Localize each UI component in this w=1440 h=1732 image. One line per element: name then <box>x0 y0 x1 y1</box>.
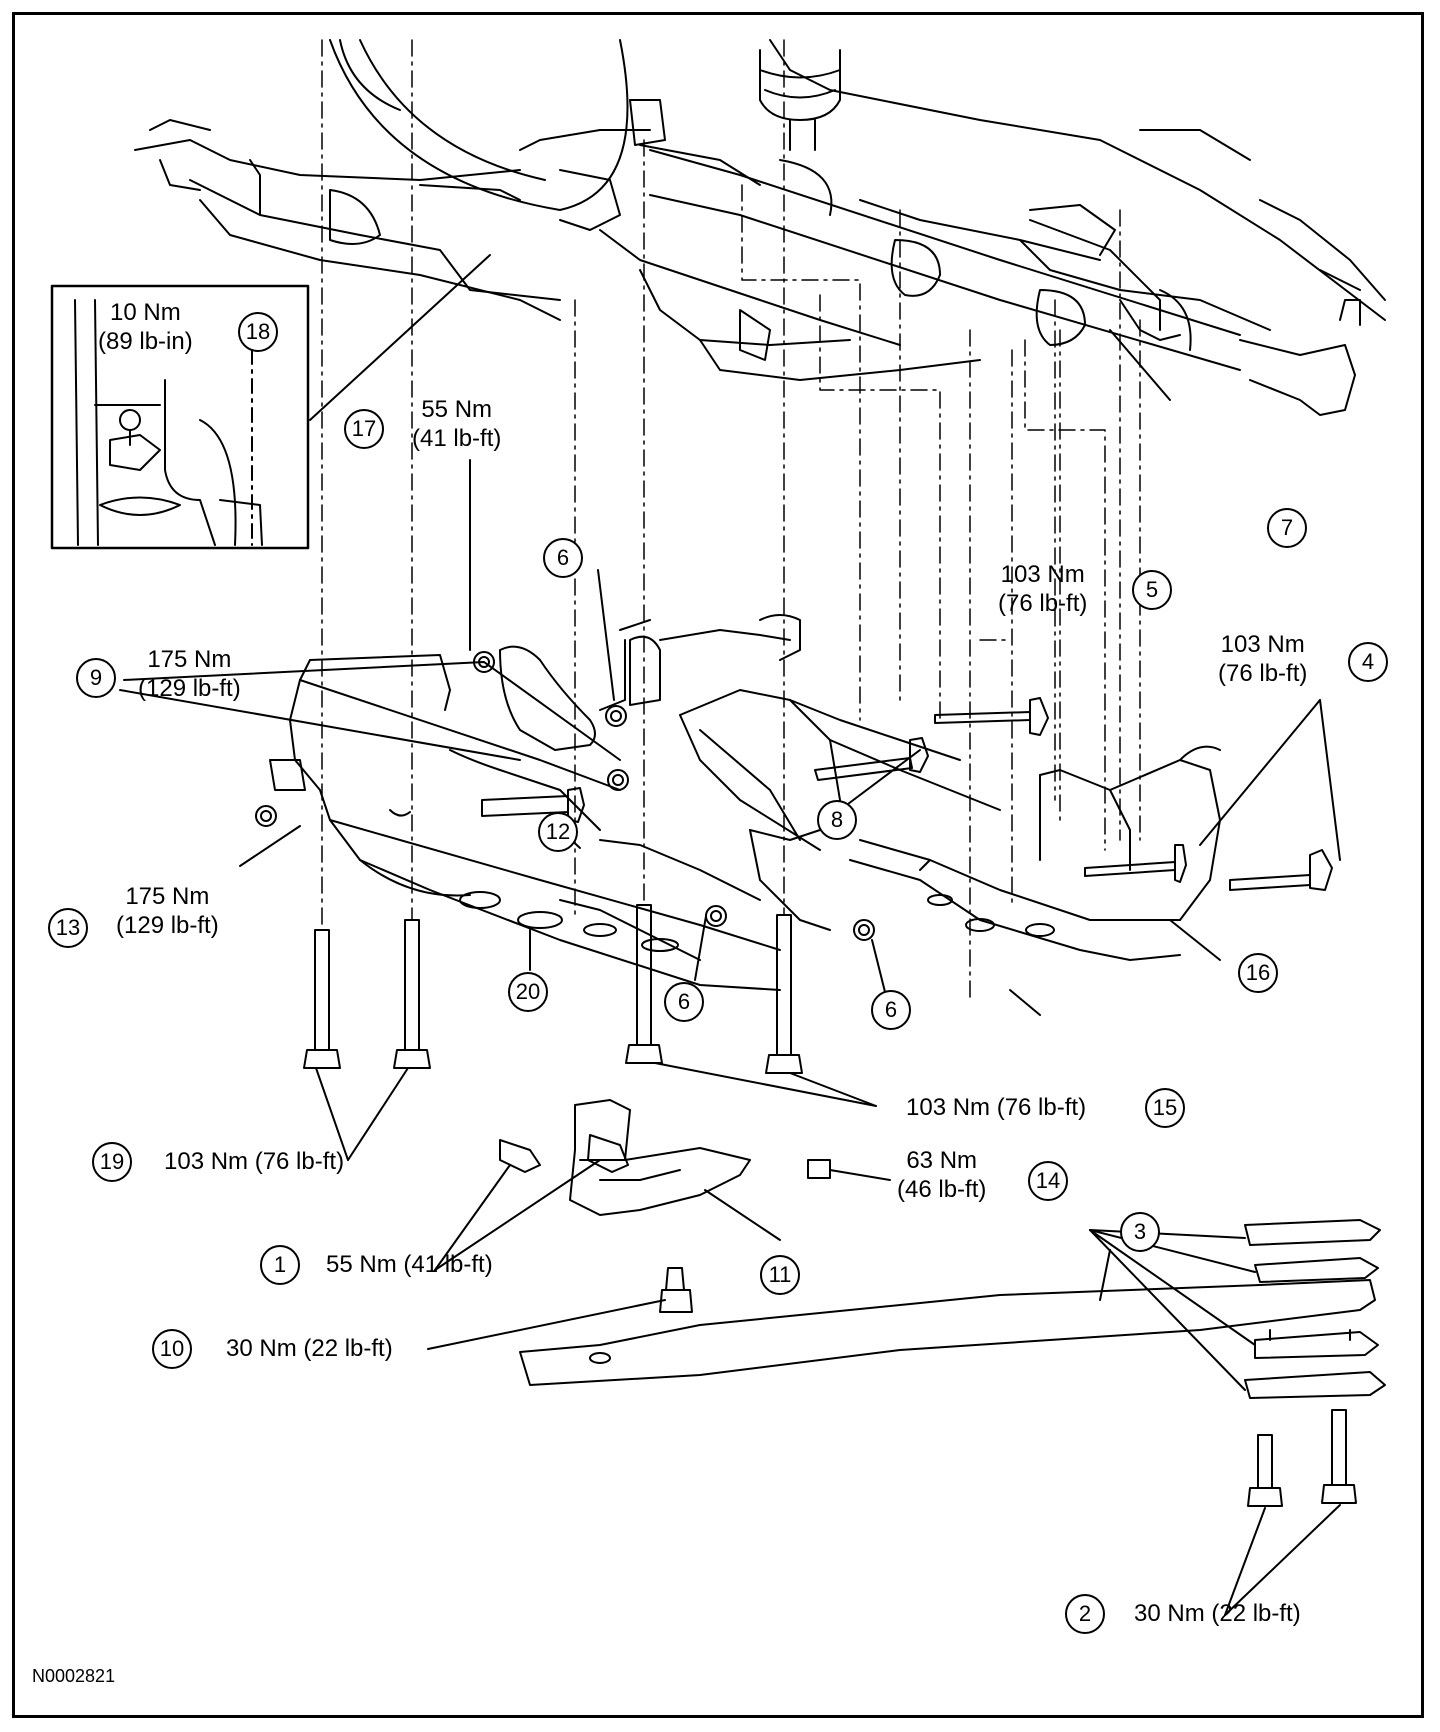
callout-3: 3 <box>1120 1212 1160 1252</box>
torque-label-14: 63 Nm(46 lb-ft) <box>897 1147 987 1203</box>
torque-label-10: 30 Nm (22 lb-ft) <box>226 1335 393 1362</box>
torque-label-1: 55 Nm (41 lb-ft) <box>326 1251 493 1278</box>
torque-label-18: 10 Nm(89 lb-in) <box>98 299 193 355</box>
callout-13: 13 <box>48 908 88 948</box>
callout-9: 9 <box>76 658 116 698</box>
vehicle-frame-drawing <box>134 39 1386 416</box>
diagram-id: N0002821 <box>32 1666 116 1686</box>
torque-label-19: 103 Nm (76 lb-ft) <box>164 1148 345 1175</box>
torque-label-4: 103 Nm(76 lb-ft) <box>1218 631 1308 687</box>
callout-6b: 6 <box>664 982 704 1022</box>
callout-6a: 6 <box>543 538 583 578</box>
alignment-lines <box>321 39 1141 1001</box>
callout-15: 15 <box>1145 1088 1185 1128</box>
bracket-11-group <box>499 1099 831 1313</box>
leader-lines <box>119 254 1341 1616</box>
torque-label-9: 175 Nm(129 lb-ft) <box>138 646 241 702</box>
horizontal-bolts <box>255 651 1333 941</box>
callout-8: 8 <box>817 800 857 840</box>
callout-5: 5 <box>1132 570 1172 610</box>
callout-10: 10 <box>152 1329 192 1369</box>
callout-4: 4 <box>1348 642 1388 682</box>
callout-20: 20 <box>508 972 548 1012</box>
bar-3-group <box>519 1219 1386 1507</box>
callout-6c: 6 <box>871 990 911 1030</box>
torque-label-17: 55 Nm(41 lb-ft) <box>412 396 502 452</box>
callout-18: 18 <box>238 312 278 352</box>
torque-label-5: 103 Nm(76 lb-ft) <box>998 561 1088 617</box>
bolts-19-15 <box>303 904 803 1074</box>
callout-19: 19 <box>92 1142 132 1182</box>
callout-14: 14 <box>1028 1161 1068 1201</box>
diagram-frame <box>12 12 1424 1718</box>
callout-12: 12 <box>538 812 578 852</box>
callout-17: 17 <box>344 409 384 449</box>
torque-label-2: 30 Nm (22 lb-ft) <box>1134 1600 1301 1627</box>
torque-label-13: 175 Nm(129 lb-ft) <box>116 883 219 939</box>
crossmember-drawing <box>269 614 1221 991</box>
torque-label-15: 103 Nm (76 lb-ft) <box>906 1094 1087 1121</box>
callout-16: 16 <box>1238 953 1278 993</box>
detail-inset <box>50 284 310 550</box>
callout-11: 11 <box>760 1255 800 1295</box>
callout-1: 1 <box>260 1245 300 1285</box>
callout-7: 7 <box>1267 508 1307 548</box>
callout-2: 2 <box>1065 1594 1105 1634</box>
